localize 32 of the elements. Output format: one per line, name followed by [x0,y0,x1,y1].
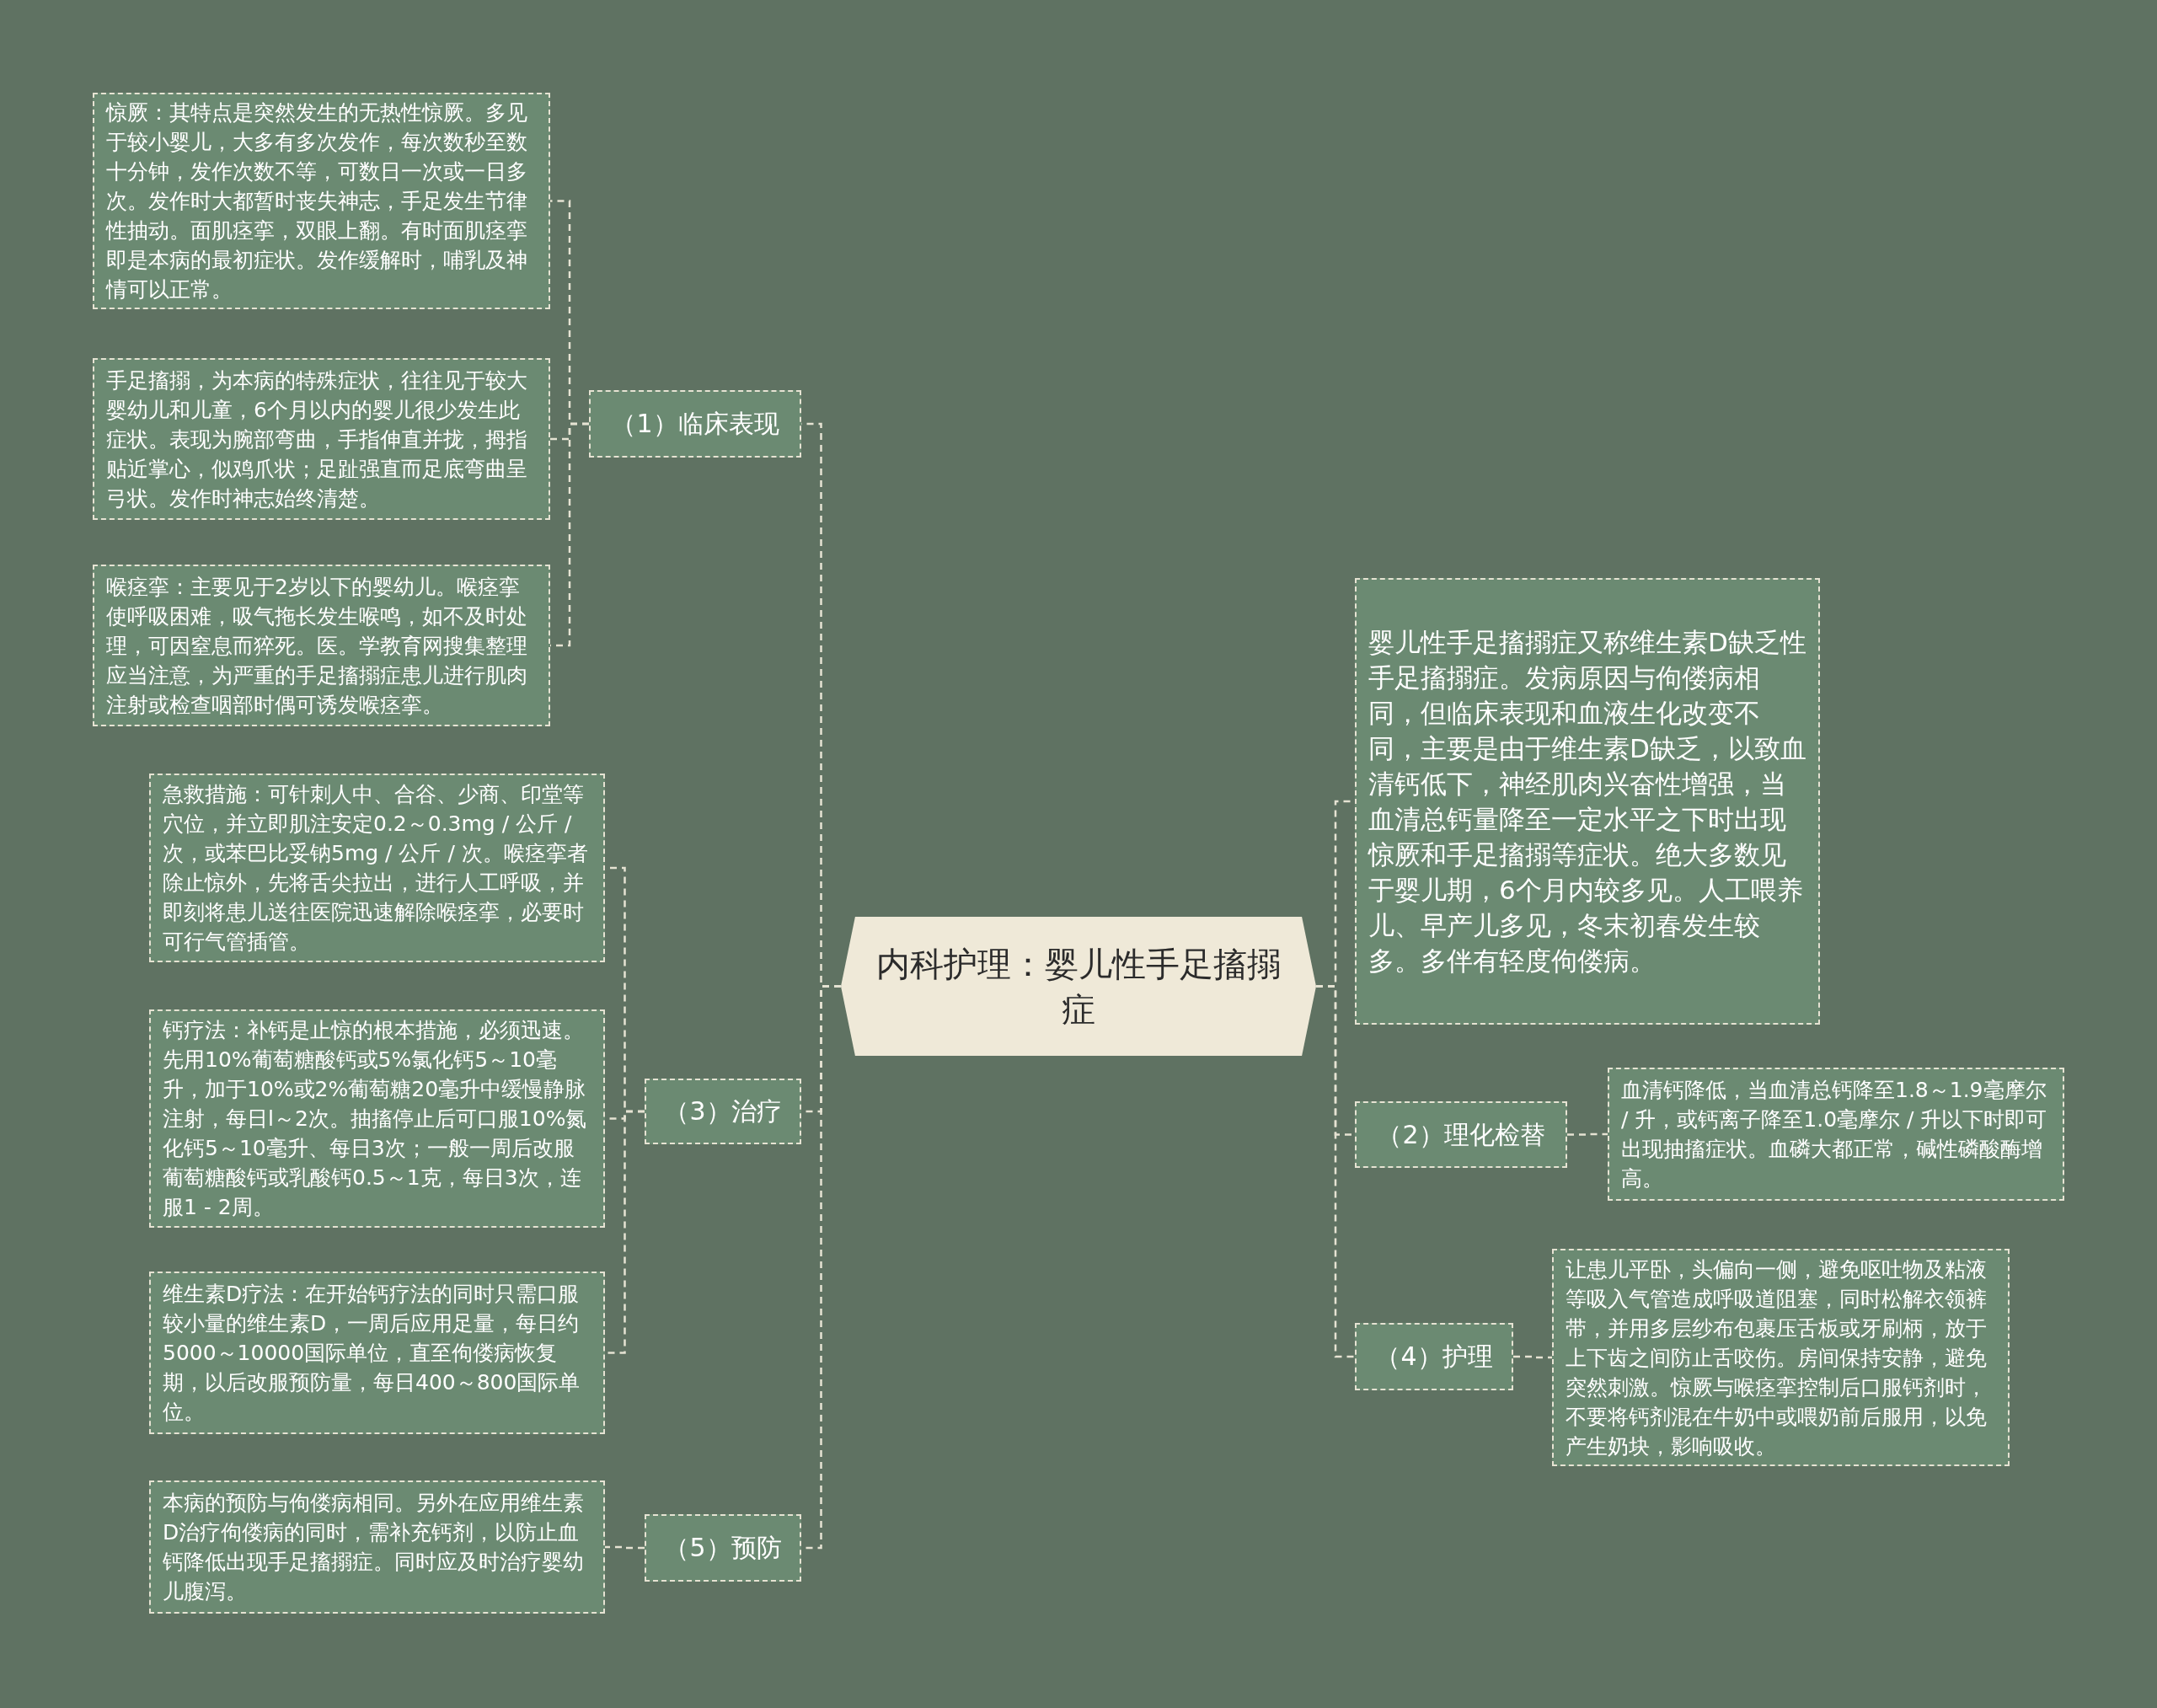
node-text: （2）理化检替 [1377,1118,1545,1151]
node-text: （5）预防 [664,1532,782,1564]
node-text: 血清钙降低，当血清总钙降至1.8～1.9毫摩尔 / 升，或钙离子降至1.0毫摩尔 / 升以下时即可出现抽搐症状。血磷大都正常，碱性磷酸酶增高。 [1621,1077,2048,1192]
connector-line [605,1545,645,1550]
detail-box [1355,578,1820,1025]
node-text: 让患儿平卧，头偏向一侧，避免呕吐物及粘液等吸入气管造成呼吸道阻塞，同时松解衣领裤带，并用多层纱布包裹压舌板或牙刷柄，放于上下齿之间防止舌咬伤。房间保持安静，避免突然刺激。惊厥与喉痉挛控制后口服钙剂时，不要将钙剂混在牛奶中或喂奶前后服用，以免产生奶块，影响吸收。 [1566,1256,1988,1460]
node-text: 钙疗法：补钙是止惊的根本措施，必须迅速。先用10%葡萄糖酸钙或5%氯化钙5～10毫升，加于10%或2%葡萄糖20毫升中缓慢静脉注射，每日l～2次。抽搐停止后可口服10%氮化钙5～10毫升、每日3次；一般一周后改服葡萄糖酸钙或乳酸钙0.5～1克，每日3次，连服1 - 2周。 [163,1017,588,1221]
node-text: 内科护理：婴儿性手足搐搦症 [875,943,1282,1031]
branch-box [1355,1323,1513,1390]
detail-box [93,565,550,726]
node-text: （3）治疗 [664,1095,782,1127]
node-text: 急救措施：可针刺人中、合谷、少商、印堂等穴位，并立即肌注安定0.2～0.3mg / 公斤 / 次，或苯巴比妥钠5mg / 公斤 / 次。喉痉挛者除止惊外，先将舌尖拉出，进行人工呼吸，并即刻将患儿送往医院迅速解除喉痉挛，必要时可行气管插管。 [163,781,589,956]
node-text: 手足搐搦，为本病的特殊症状，往往见于较大婴幼儿和儿童，6个月以内的婴儿很少发生此症状。表现为腕部弯曲，手指伸直并拢，拇指贴近掌心，似鸡爪状；足趾强直而足底弯曲呈弓状。发作时神志始终清楚。 [106,367,528,512]
detail-box [149,1272,605,1434]
node-text: 婴儿性手足搐搦症又称维生素D缺乏性手足搐搦症。发病原因与佝偻病相同，但临床表现和血液生化改变不同，主要是由于维生素D缺乏，以致血清钙低下，神经肌肉兴奋性增强，当血清总钙量降至一定水平之下时出现惊厥和手足搐搦等症状。绝大多数见于婴儿期，6个月内较多见。人工喂养儿、早产儿多见，冬末初春发生较多。多伴有轻度佝偻病。 [1368,626,1806,977]
node-text: 维生素D疗法：在开始钙疗法的同时只需口服较小量的维生素D，一周后应用足量，每日约5000～10000国际单位，直至佝偻病恢复期，以后改服预防量，每日400～800国际单位。 [163,1281,581,1426]
detail-box [149,1480,605,1614]
node-text: 喉痉挛：主要见于2岁以下的婴幼儿。喉痉挛使呼吸困难，吸气拖长发生喉鸣，如不及时处理，可因窒息而猝死。医。学教育网搜集整理应当注意，为严重的手足搐搦症患儿进行肌肉注射或检查咽部时偶可诱发喉痉挛。 [106,573,528,719]
node-text: 本病的预防与佝偻病相同。另外在应用维生素D治疗佝偻病的同时，需补充钙剂，以防止血钙降低出现手足搐搦症。同时应及时治疗婴幼儿腹泻。 [163,1490,585,1605]
connector-line [1316,985,1355,1358]
node-text: 惊厥：其特点是突然发生的无热性惊厥。多见于较小婴儿，大多有多次发作，每次数秒至数十分钟，发作次数不等，可数日一次或一日多次。发作时大都暂时丧失神志，手足发生节律性抽动。面肌痉挛，双眼上翻。有时面肌痉挛即是本病的最初症状。发作缓解时，哺乳及神情可以正常。 [106,99,528,303]
branch-box [645,1079,801,1144]
detail-box [93,358,550,520]
connector-line [1513,1355,1552,1359]
node-text: （1）临床表现 [611,408,779,440]
branch-box [1355,1101,1567,1168]
detail-box [1608,1068,2064,1201]
connector-line [1567,1132,1608,1136]
node-text: （4）护理 [1375,1341,1493,1373]
branch-box [589,390,801,458]
branch-box [645,1514,801,1582]
root-topic-hexagon [841,917,1316,1056]
